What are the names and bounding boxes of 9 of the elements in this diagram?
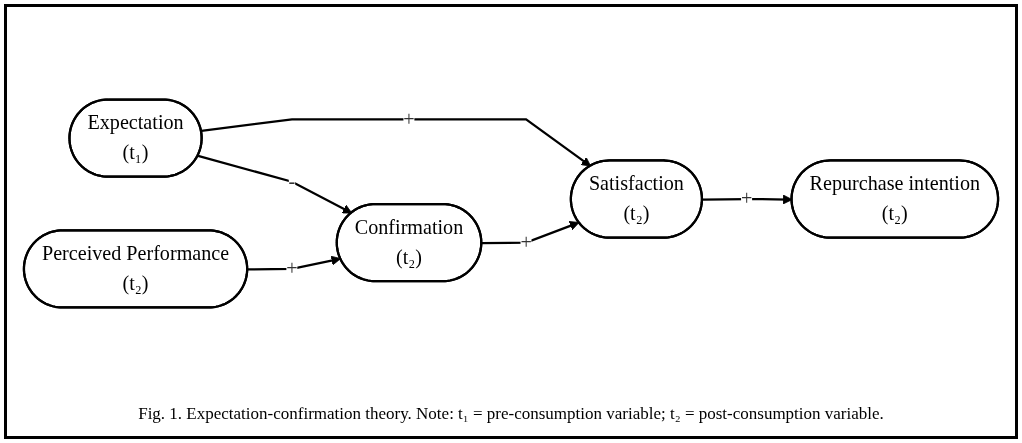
arrow	[481, 221, 580, 245]
figure-caption: Fig. 1. Expectation-confirmation theory. Note: t₁ = pre-consumption variable; t₂ = post-consumption variable.	[137, 403, 885, 425]
edge-label: +	[520, 230, 532, 254]
arrow	[197, 154, 353, 214]
edge-label: +	[741, 187, 753, 210]
edge-label: +	[286, 257, 298, 280]
edge-label: +	[403, 107, 415, 130]
arrow	[201, 118, 592, 167]
edge-label: -	[288, 169, 296, 193]
